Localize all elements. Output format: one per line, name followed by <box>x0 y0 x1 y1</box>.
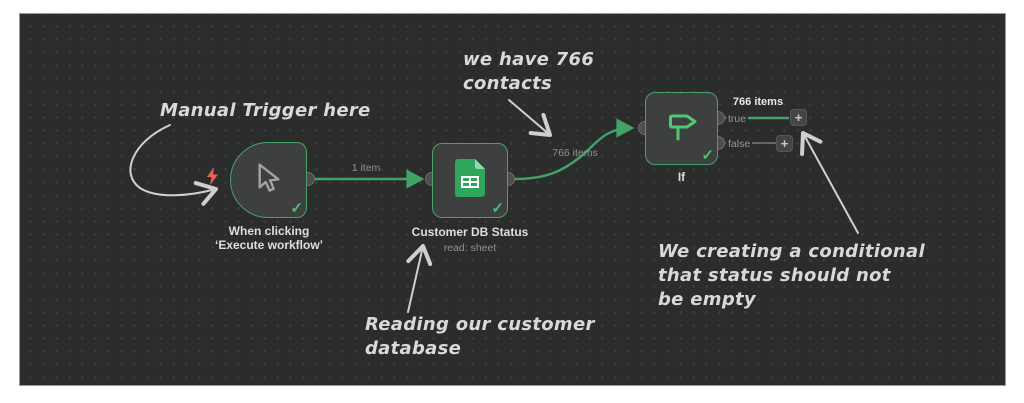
add-node-button-true-branch[interactable]: + <box>790 109 807 126</box>
annotation-reading-database: Reading our customer database <box>365 313 595 361</box>
if-node-label: If <box>677 170 686 184</box>
annotation-contacts: we have 766 contacts <box>463 48 594 96</box>
edge-items-label-766-items: 766 items <box>552 147 598 159</box>
annotation-line: contacts <box>463 73 552 94</box>
google-sheets-icon <box>455 159 485 202</box>
reading-arrow <box>406 244 433 313</box>
trigger-node-label: When clicking ‘Execute workflow’ <box>214 224 324 252</box>
node-manual-trigger[interactable]: ✓ <box>230 142 307 218</box>
edge-items-label-1-item: 1 item <box>351 162 381 174</box>
annotation-line: we have 766 <box>463 49 595 70</box>
if-true-port-label: true <box>726 113 749 125</box>
annotation-line: be empty <box>658 289 756 310</box>
check-icon: ✓ <box>290 200 303 217</box>
node-if[interactable]: ✓ <box>645 92 718 165</box>
add-node-button-false-branch[interactable]: + <box>776 135 793 152</box>
lightning-bolt-icon <box>206 167 219 190</box>
annotation-line: Manual Trigger here <box>160 100 371 121</box>
annotation-conditional: We creating a conditional that status sh… <box>658 240 925 312</box>
annotation-line: Reading our customer <box>365 314 595 335</box>
if-false-port-label: false <box>726 138 753 150</box>
annotation-line: that status should not <box>658 265 891 286</box>
annotation-arrows-layer <box>129 99 859 313</box>
true-branch-items-label: 766 items <box>732 96 784 108</box>
check-icon: ✓ <box>491 200 504 217</box>
annotation-line: We creating a conditional <box>658 241 925 262</box>
customer-db-node-subtitle: read: sheet <box>443 242 497 254</box>
manual-trigger-arrow <box>129 124 218 206</box>
annotation-manual-trigger: Manual Trigger here <box>160 99 371 123</box>
check-icon: ✓ <box>701 147 714 164</box>
edge-customer-db-to-if[interactable] <box>513 118 635 181</box>
annotation-line: database <box>365 338 462 359</box>
mouse-pointer-icon <box>253 162 285 199</box>
workflow-canvas[interactable]: ✓ ✓ ✓ When clicking ‘Ex <box>20 14 1005 385</box>
signpost-icon <box>664 109 700 148</box>
contacts-arrow <box>508 99 552 137</box>
node-customer-db-status[interactable]: ✓ <box>432 143 508 218</box>
customer-db-node-label: Customer DB Status <box>411 225 529 239</box>
conditional-arrow <box>800 131 859 234</box>
